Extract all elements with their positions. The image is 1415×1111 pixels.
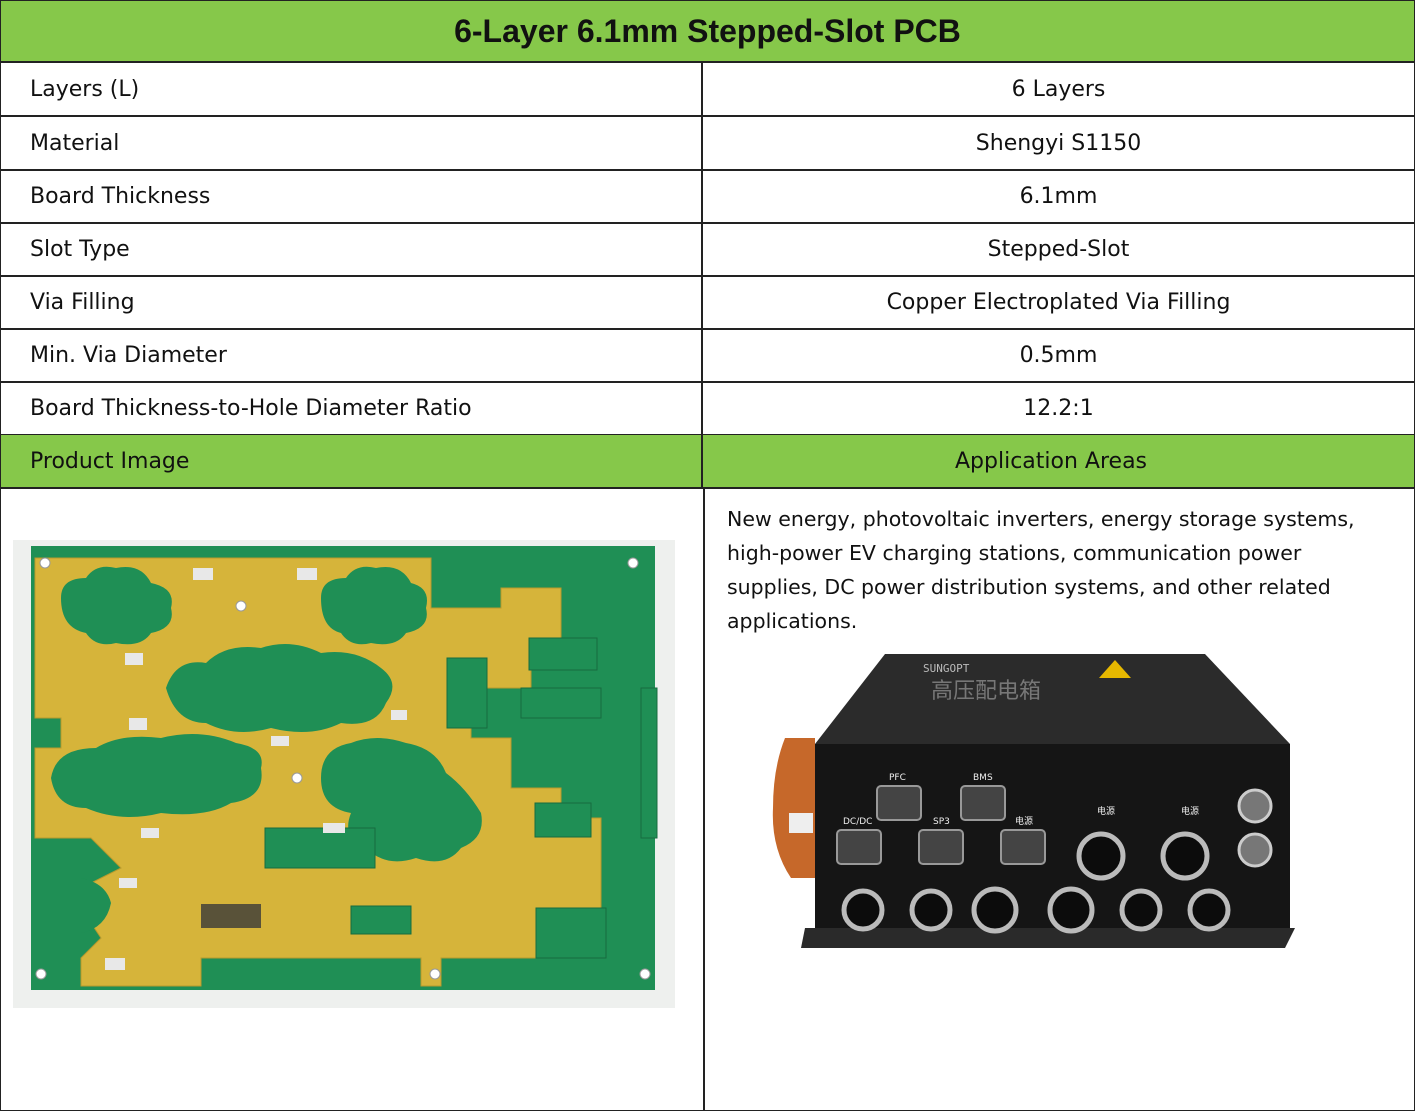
- port-label-sp3: SP3: [933, 817, 950, 827]
- spec-value: Copper Electroplated Via Filling: [886, 289, 1231, 315]
- product-image-header: Product Image: [1, 435, 703, 487]
- section-header-row: Product Image Application Areas: [1, 435, 1414, 489]
- spec-label: Via Filling: [1, 276, 703, 328]
- spec-row: Board Thickness 6.1mm: [1, 170, 1414, 224]
- detail-section: New energy, photovoltaic inverters, ener…: [1, 488, 1414, 1110]
- spec-label: Board Thickness-to-Hole Diameter Ratio: [1, 382, 703, 434]
- spec-label: Slot Type: [1, 223, 703, 275]
- spec-row: Material Shengyi S1150: [1, 117, 1414, 171]
- spec-label: Layers (L): [1, 63, 703, 115]
- spec-label: Min. Via Diameter: [1, 329, 703, 381]
- spec-row: Min. Via Diameter 0.5mm: [1, 329, 1414, 383]
- spec-row: Layers (L) 6 Layers: [1, 63, 1414, 117]
- page-title: 6-Layer 6.1mm Stepped-Slot PCB: [1, 1, 1414, 63]
- spec-value: 6.1mm: [1019, 183, 1098, 209]
- spec-label: Material: [1, 117, 703, 169]
- port-label-power: 电源: [1015, 815, 1033, 827]
- spec-value: 0.5mm: [1019, 342, 1098, 368]
- port-label-power-2: 电源: [1097, 805, 1115, 817]
- spec-row: Via Filling Copper Electroplated Via Fil…: [1, 276, 1414, 330]
- pcb-product-image: [13, 540, 675, 1008]
- application-text: New energy, photovoltaic inverters, ener…: [727, 507, 1355, 633]
- box-brand-text: SUNGOPT: [923, 662, 970, 675]
- port-label-power-3: 电源: [1181, 805, 1199, 817]
- spec-value: 6 Layers: [1011, 76, 1106, 102]
- port-label-bms: BMS: [973, 773, 993, 783]
- spec-label: Board Thickness: [1, 170, 703, 222]
- application-areas-header: Application Areas: [955, 448, 1148, 474]
- port-label-dcdc: DC/DC: [843, 817, 872, 827]
- application-areas-cell: New energy, photovoltaic inverters, ener…: [705, 488, 1414, 1110]
- spec-value: Shengyi S1150: [975, 130, 1142, 156]
- product-image-cell: [1, 488, 705, 1110]
- spec-row: Slot Type Stepped-Slot: [1, 223, 1414, 277]
- distribution-box-image: SUNGOPT 高压配电箱 PFC BMS DC/DC SP3 电: [772, 654, 1295, 948]
- spec-row: Board Thickness-to-Hole Diameter Ratio 1…: [1, 382, 1414, 436]
- port-label-pfc: PFC: [889, 773, 906, 783]
- spec-value: 12.2:1: [1023, 395, 1094, 421]
- box-name-text: 高压配电箱: [931, 679, 1041, 704]
- spec-value: Stepped-Slot: [987, 236, 1130, 262]
